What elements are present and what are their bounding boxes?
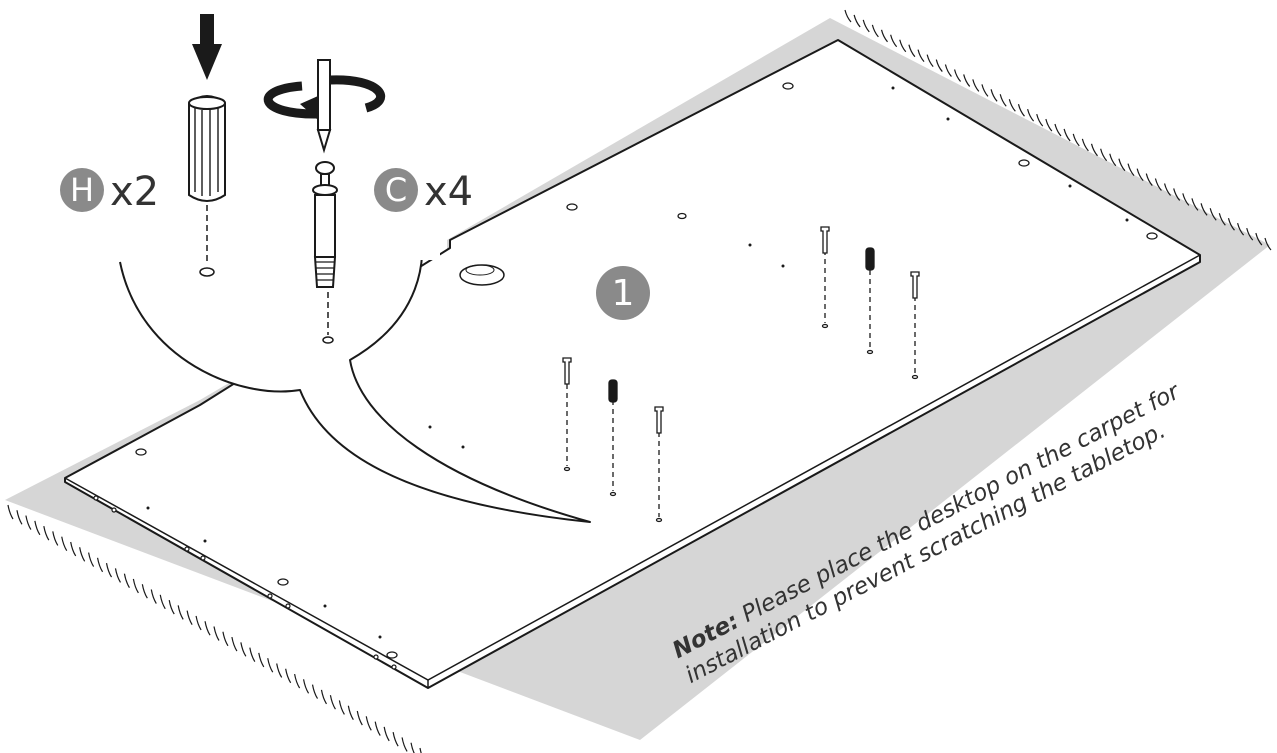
part-c-quantity: x4 [424,172,473,212]
part-h-badge: H [60,168,104,212]
part-h-quantity: x2 [110,172,159,212]
screwdriver-icon [318,60,330,150]
step-number: 1 [612,273,635,314]
part-c-badge: C [374,168,418,212]
dowel-icon [189,96,225,201]
step-number-badge: 1 [596,266,650,320]
part-h-letter: H [70,171,94,209]
part-c-letter: C [385,171,407,209]
down-arrow-icon [192,14,222,80]
